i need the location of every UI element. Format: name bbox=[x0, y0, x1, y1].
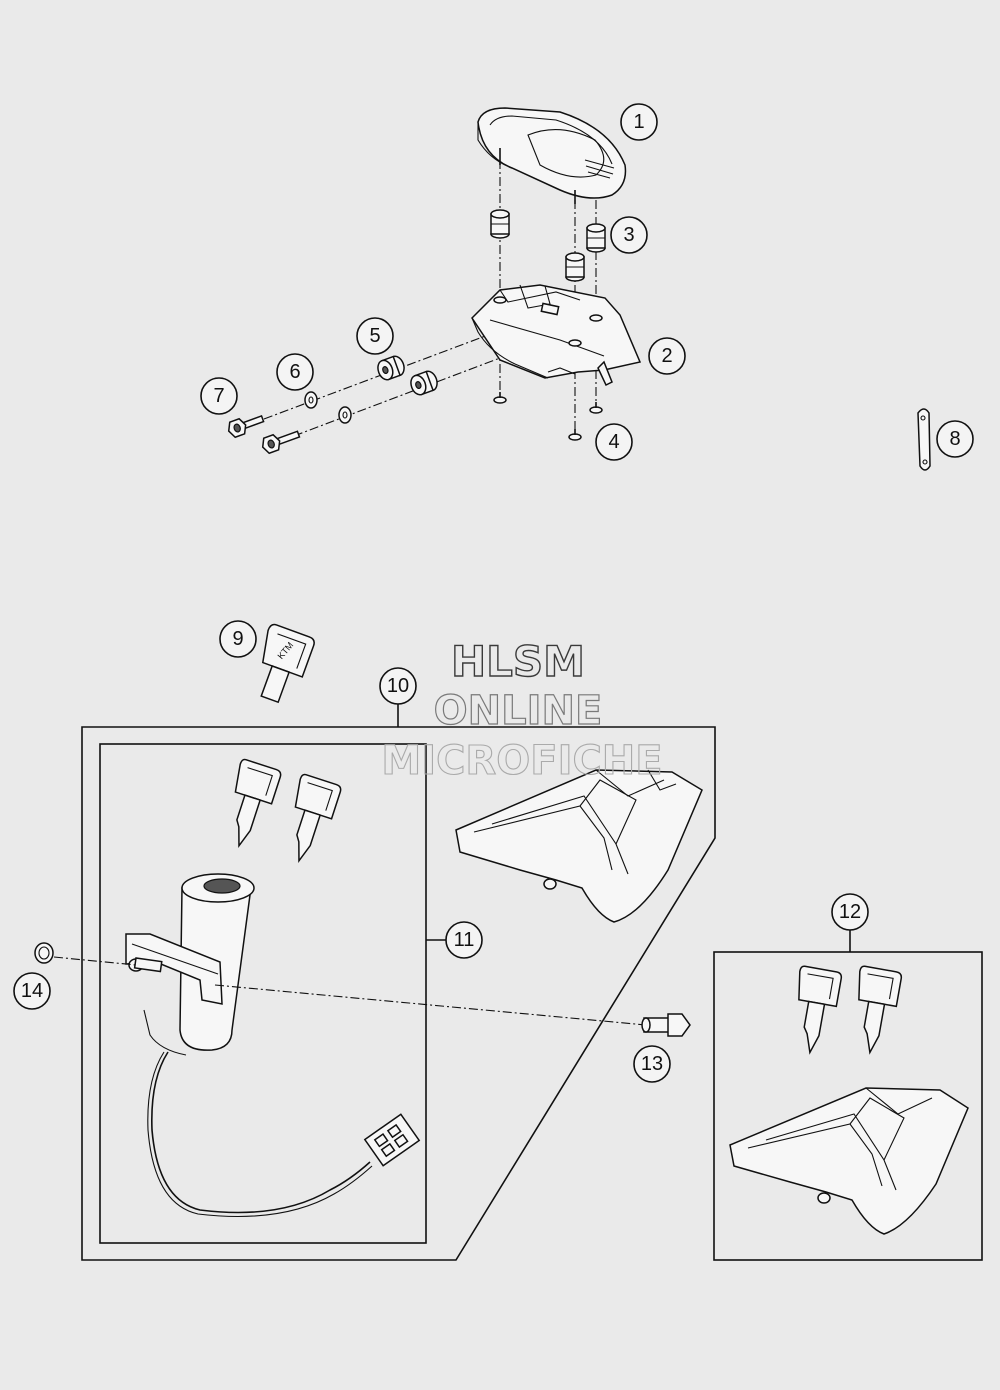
cluster-holder-bracket[interactable] bbox=[471, 284, 642, 387]
callout-label: 11 bbox=[454, 929, 475, 951]
callout-label: 1 bbox=[633, 111, 644, 133]
watermark-line-1: HLSM bbox=[451, 637, 585, 686]
callout-7[interactable]: 7 bbox=[200, 377, 238, 415]
callout-9[interactable]: 9 bbox=[219, 620, 257, 658]
callout-label: 14 bbox=[21, 980, 43, 1002]
callout-label: 13 bbox=[641, 1053, 663, 1075]
rubber-grommet-set[interactable] bbox=[490, 209, 606, 282]
spare-key-pair[interactable] bbox=[786, 965, 903, 1056]
callout-2[interactable]: 2 bbox=[648, 337, 686, 375]
washer-set[interactable] bbox=[304, 391, 352, 424]
rubber-bushing-set[interactable] bbox=[375, 354, 439, 397]
spare-cover-trim[interactable] bbox=[729, 1087, 969, 1235]
callout-label: 10 bbox=[387, 675, 409, 697]
cable-clip[interactable] bbox=[917, 408, 931, 471]
key-set-box bbox=[713, 929, 983, 1261]
ignition-cover-trim[interactable] bbox=[455, 769, 703, 923]
watermark-line-2: ONLINE bbox=[434, 688, 603, 734]
o-ring[interactable] bbox=[34, 942, 54, 964]
watermark: HLSM ONLINE MICROFICHE bbox=[381, 636, 663, 784]
callout-10[interactable]: 10 bbox=[379, 667, 417, 705]
ignition-lock-cylinder[interactable] bbox=[125, 873, 421, 1218]
callout-4[interactable]: 4 bbox=[595, 423, 633, 461]
callout-label: 12 bbox=[839, 901, 861, 923]
callout-label: 6 bbox=[289, 361, 300, 383]
ignition-lock-box bbox=[99, 743, 446, 1244]
callout-label: 2 bbox=[661, 345, 672, 367]
lock-mounting-bolt[interactable] bbox=[641, 1013, 691, 1037]
instrument-cluster[interactable] bbox=[477, 107, 627, 204]
assembly-lines-bottom bbox=[53, 956, 647, 1026]
callout-1[interactable]: 1 bbox=[620, 103, 658, 141]
screw-set[interactable] bbox=[493, 392, 603, 441]
key-blank[interactable]: KTM bbox=[246, 623, 316, 707]
callout-label: 9 bbox=[232, 628, 243, 650]
collar-bolt-set[interactable] bbox=[226, 411, 301, 455]
ignition-key-pair[interactable] bbox=[216, 758, 342, 866]
callout-3[interactable]: 3 bbox=[610, 216, 648, 254]
callout-6[interactable]: 6 bbox=[276, 353, 314, 391]
callout-5[interactable]: 5 bbox=[356, 317, 394, 355]
watermark-line-3: MICROFICHE bbox=[381, 738, 662, 784]
callout-label: 4 bbox=[608, 431, 619, 453]
callout-11[interactable]: 11 bbox=[445, 921, 483, 959]
callout-13[interactable]: 13 bbox=[633, 1045, 671, 1083]
callout-8[interactable]: 8 bbox=[936, 420, 974, 458]
callout-label: 3 bbox=[623, 224, 634, 246]
callout-12[interactable]: 12 bbox=[831, 893, 869, 931]
callout-label: 7 bbox=[213, 385, 224, 407]
callout-14[interactable]: 14 bbox=[13, 972, 51, 1010]
callout-label: 5 bbox=[369, 325, 380, 347]
callout-label: 8 bbox=[949, 428, 960, 450]
